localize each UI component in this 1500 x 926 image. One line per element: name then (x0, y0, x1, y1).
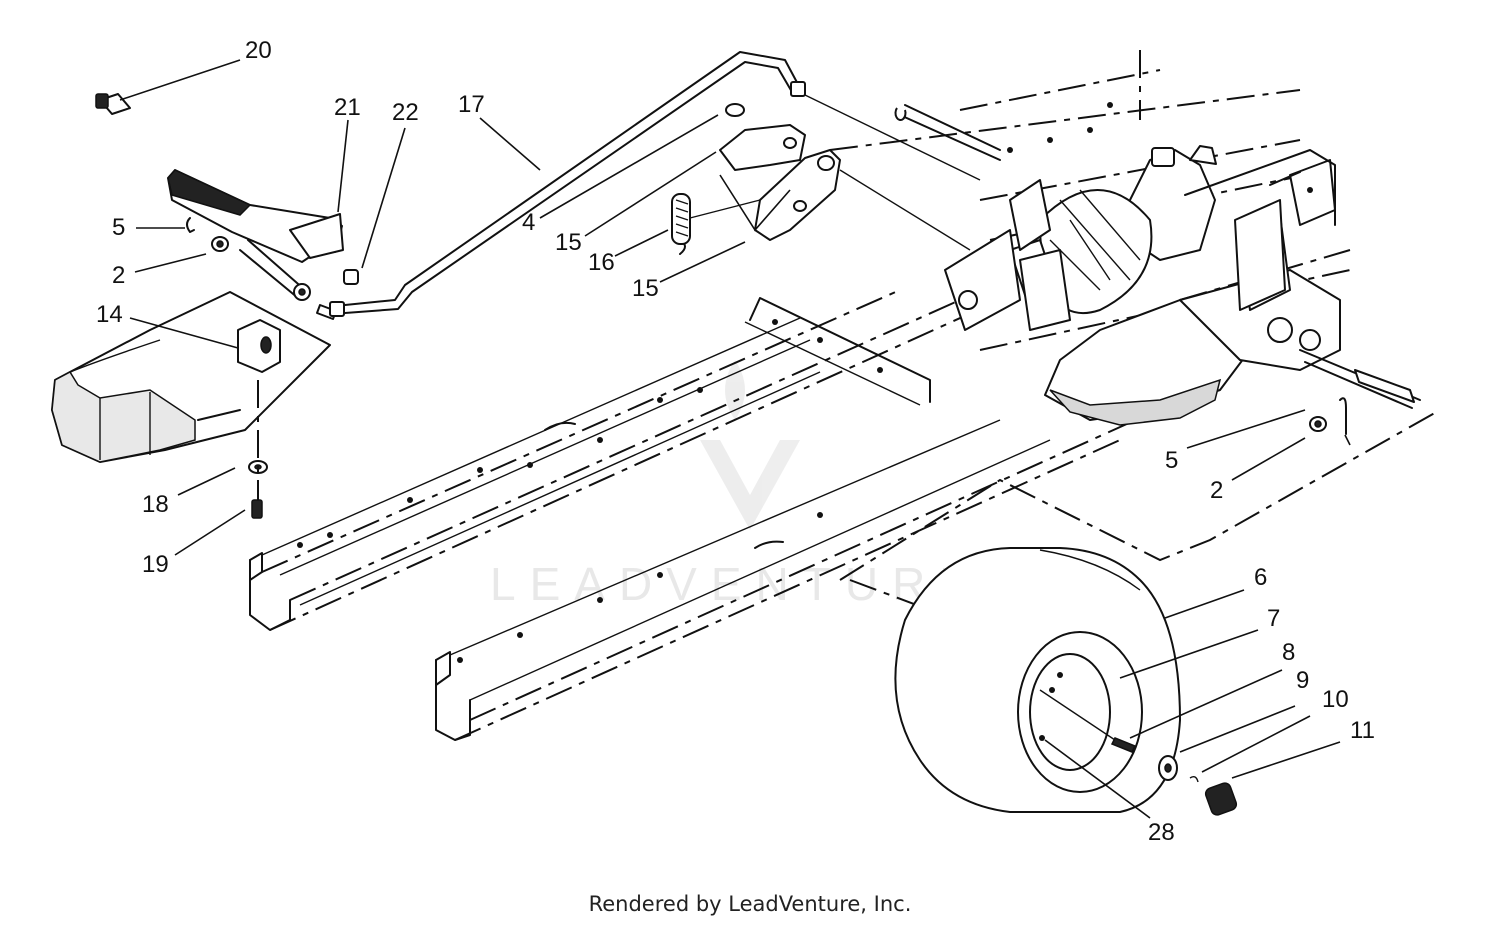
bolt-20 (95, 93, 131, 115)
callout-19: 19 (142, 551, 169, 578)
callout-4: 4 (522, 209, 535, 236)
transaxle (894, 104, 1421, 426)
credit-line: Rendered by LeadVenture, Inc. (588, 892, 912, 916)
callout-17: 17 (458, 91, 485, 118)
callout-8: 8 (1282, 639, 1295, 666)
callout-15-upper: 15 (555, 229, 582, 256)
callout-16: 16 (588, 249, 615, 276)
callout-28: 28 (1148, 819, 1175, 846)
axle-bracket (1234, 159, 1336, 311)
brake-linkage (671, 103, 971, 255)
callout-21: 21 (334, 94, 361, 121)
left-clip-washer (186, 217, 229, 252)
frame-holes (297, 102, 1113, 663)
rear-wheel (894, 547, 1238, 816)
right-clip-washer (1309, 397, 1351, 446)
callout-labels: 20 21 22 17 5 2 14 4 15 16 15 18 19 5 2 … (96, 37, 1375, 846)
foot-platform (51, 291, 331, 463)
callout-2-right: 2 (1210, 477, 1223, 504)
brake-rod (329, 51, 981, 317)
callout-6: 6 (1254, 564, 1267, 591)
callout-18: 18 (142, 491, 169, 518)
leader-lines (119, 59, 1341, 819)
callout-10: 10 (1322, 686, 1349, 713)
callout-20: 20 (245, 37, 272, 64)
callout-7: 7 (1267, 605, 1280, 632)
mount-plate (944, 179, 1051, 331)
callout-15-lower: 15 (632, 275, 659, 302)
callout-22: 22 (392, 99, 419, 126)
callout-14: 14 (96, 301, 123, 328)
brake-pedal (167, 169, 359, 320)
callout-5-left: 5 (112, 214, 125, 241)
callout-9: 9 (1296, 667, 1309, 694)
watermark: LEADVENTURE (490, 360, 970, 610)
callout-11: 11 (1350, 717, 1375, 744)
callout-5-right: 5 (1165, 447, 1178, 474)
frame-rails (249, 50, 1441, 741)
rear-tube (1184, 149, 1336, 226)
washer-bolt-18-19 (248, 380, 268, 519)
callout-2-left: 2 (112, 262, 125, 289)
